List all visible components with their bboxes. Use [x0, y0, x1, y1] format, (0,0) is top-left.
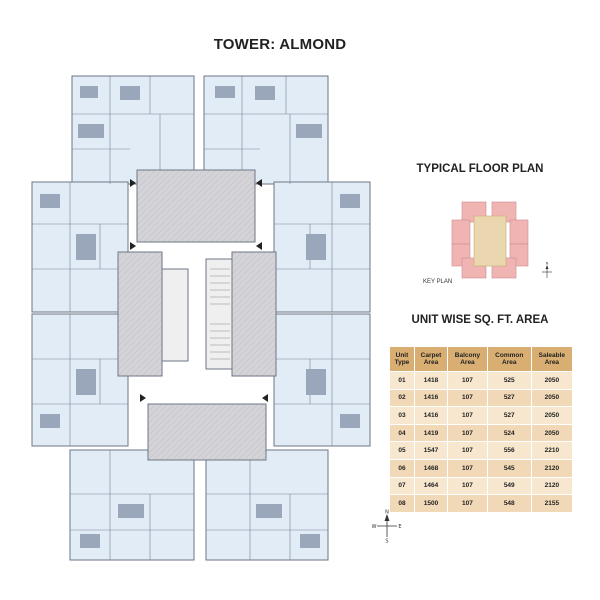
- table-cell: 107: [447, 371, 488, 390]
- table-cell: 107: [447, 388, 488, 408]
- table-cell: 545: [486, 458, 532, 478]
- table-cell: 107: [447, 423, 488, 443]
- compass-n: N: [385, 510, 389, 516]
- table-cell: 107: [447, 406, 488, 425]
- table-cell: 548: [486, 494, 532, 513]
- compass-small-n: N: [546, 262, 549, 266]
- table-cell: 107: [447, 476, 488, 496]
- page-title: TOWER: ALMOND: [213, 36, 347, 53]
- table-cell: 08: [389, 494, 415, 513]
- compass-icon: N S E W: [372, 510, 402, 544]
- compass-e: E: [398, 524, 401, 530]
- table-cell: 107: [447, 494, 488, 513]
- compass-w: W: [372, 524, 377, 530]
- table-cell: 05: [389, 441, 415, 460]
- table-cell: 556: [486, 441, 532, 460]
- table-cell: 107: [447, 441, 488, 460]
- table-cell: 2120: [530, 476, 574, 496]
- key-plan-diagram: [451, 201, 529, 279]
- table-cell: 2050: [530, 388, 574, 408]
- table-cell: 525: [486, 371, 532, 390]
- table-cell: 1416: [413, 388, 449, 408]
- compass-small-icon: N: [542, 262, 552, 278]
- table-cell: 2050: [530, 371, 574, 390]
- table-cell: 1500: [413, 494, 449, 513]
- table-cell: 2155: [530, 494, 574, 513]
- key-plan-label: KEY PLAN: [423, 279, 453, 285]
- floor-plan: [31, 75, 371, 561]
- table-cell: 1416: [413, 406, 449, 425]
- table-cell: 1464: [413, 476, 449, 496]
- table-cell: 07: [389, 476, 415, 496]
- table-cell: 1419: [413, 423, 449, 443]
- table-cell: 1418: [413, 371, 449, 390]
- typical-floor-plan-title: TYPICAL FLOOR PLAN: [416, 163, 544, 175]
- table-cell: 04: [389, 423, 415, 443]
- table-cell: 03: [389, 406, 415, 425]
- table-cell: 1468: [413, 458, 449, 478]
- table-cell: 549: [486, 476, 532, 496]
- table-cell: 527: [486, 388, 532, 408]
- table-cell: 2050: [530, 406, 574, 425]
- table-cell: 107: [447, 458, 488, 478]
- table-cell: 1547: [413, 441, 449, 460]
- table-cell: 2050: [530, 423, 574, 443]
- open-court-bottom: [147, 403, 267, 461]
- table-cell: 06: [389, 458, 415, 478]
- open-court-top: [136, 169, 256, 243]
- area-table-title: UNIT WISE SQ. FT. AREA: [411, 314, 549, 326]
- compass-s: S: [385, 539, 388, 544]
- table-cell: 2120: [530, 458, 574, 478]
- table-cell: 524: [486, 423, 532, 443]
- key-plan-highlight: [473, 215, 507, 267]
- table-cell: 2210: [530, 441, 574, 460]
- table-cell: 01: [389, 371, 415, 390]
- table-cell: 02: [389, 388, 415, 408]
- table-cell: 527: [486, 406, 532, 425]
